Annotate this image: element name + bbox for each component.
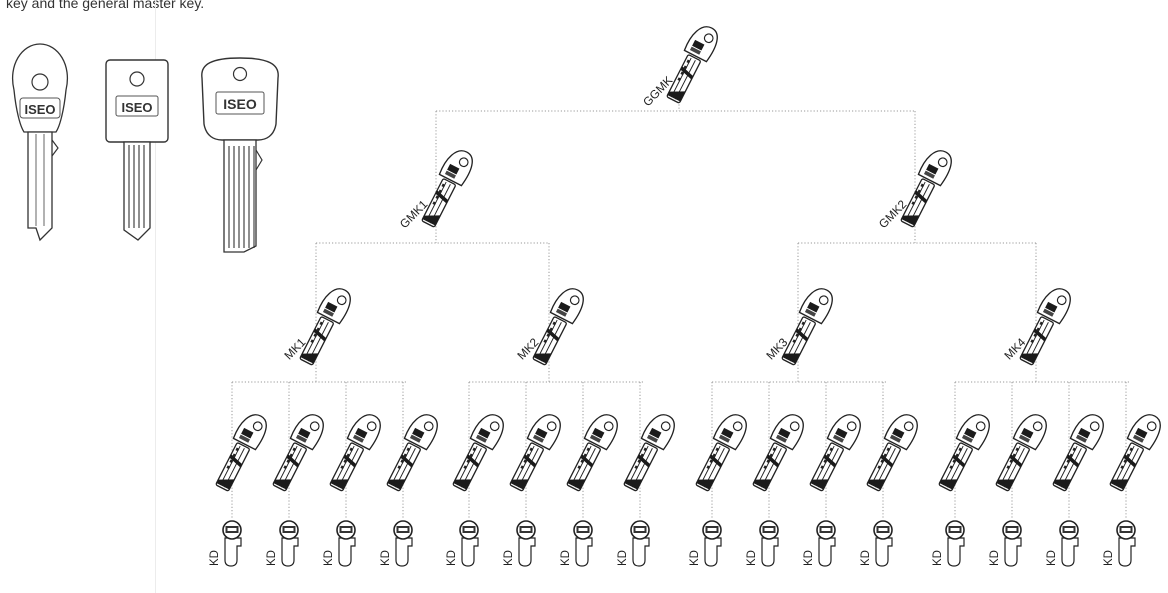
kd-label: KD [446,550,458,566]
kd-cylinder-3: KD [323,520,356,567]
kd-cylinder-15: KD [1046,520,1079,567]
brand-logo: ISEO [223,96,257,112]
kd-cylinder-6: KD [503,520,536,567]
flat-key-illustration: ISEO [105,59,169,241]
kd-cylinder-10: KD [746,520,779,567]
kd-label: KD [746,550,758,566]
kd-key-4 [386,414,438,492]
intro-text: key and the general master key. [6,0,205,11]
kd-cylinder-2: KD [266,520,299,567]
profile-key-illustration: ISEO [201,57,279,253]
mk-key-4: MK4 [1001,288,1071,366]
gmk-key-1: GMK1 [397,150,473,231]
kd-key-6 [509,414,561,492]
kd-label: KD [1103,550,1115,566]
ggmk-key-0: GGMK [640,26,718,109]
kd-cylinder-16: KD [1103,520,1136,567]
kd-label: KD [380,550,392,566]
kd-label: KD [617,550,629,566]
kd-key-1 [215,414,267,492]
kd-cylinder-9: KD [689,520,722,567]
kd-label: KD [932,550,944,566]
kd-key-11 [809,414,861,492]
kd-cylinder-7: KD [560,520,593,567]
mk-key-2: MK2 [514,288,584,366]
kd-cylinder-13: KD [932,520,965,567]
kd-key-3 [329,414,381,492]
kd-key-16 [1109,414,1161,492]
kd-label: KD [860,550,872,566]
kd-cylinder-1: KD [209,520,242,567]
kd-key-12 [866,414,918,492]
kd-cylinder-4: KD [380,520,413,567]
kd-label: KD [323,550,335,566]
kd-cylinder-8: KD [617,520,650,567]
kd-label: KD [803,550,815,566]
mk-key-1: MK1 [281,288,351,366]
kd-cylinder-11: KD [803,520,836,567]
standard-key-illustration: ISEO [12,43,68,242]
column-divider [155,0,156,593]
kd-key-5 [452,414,504,492]
kd-key-7 [566,414,618,492]
kd-cylinder-5: KD [446,520,479,567]
kd-label: KD [560,550,572,566]
kd-label: KD [989,550,1001,566]
kd-cylinder-14: KD [989,520,1022,567]
kd-key-8 [623,414,675,492]
kd-key-2 [272,414,324,492]
kd-label: KD [209,550,221,566]
kd-label: KD [689,550,701,566]
brand-logo: ISEO [24,102,55,117]
kd-label: KD [266,550,278,566]
kd-key-13 [938,414,990,492]
gmk-key-2: GMK2 [876,150,952,231]
brand-logo: ISEO [121,100,152,115]
kd-label: KD [1046,550,1058,566]
kd-key-15 [1052,414,1104,492]
kd-key-10 [752,414,804,492]
kd-cylinder-12: KD [860,520,893,567]
kd-label: KD [503,550,515,566]
mk-key-3: MK3 [763,288,833,366]
kd-key-14 [995,414,1047,492]
kd-key-9 [695,414,747,492]
